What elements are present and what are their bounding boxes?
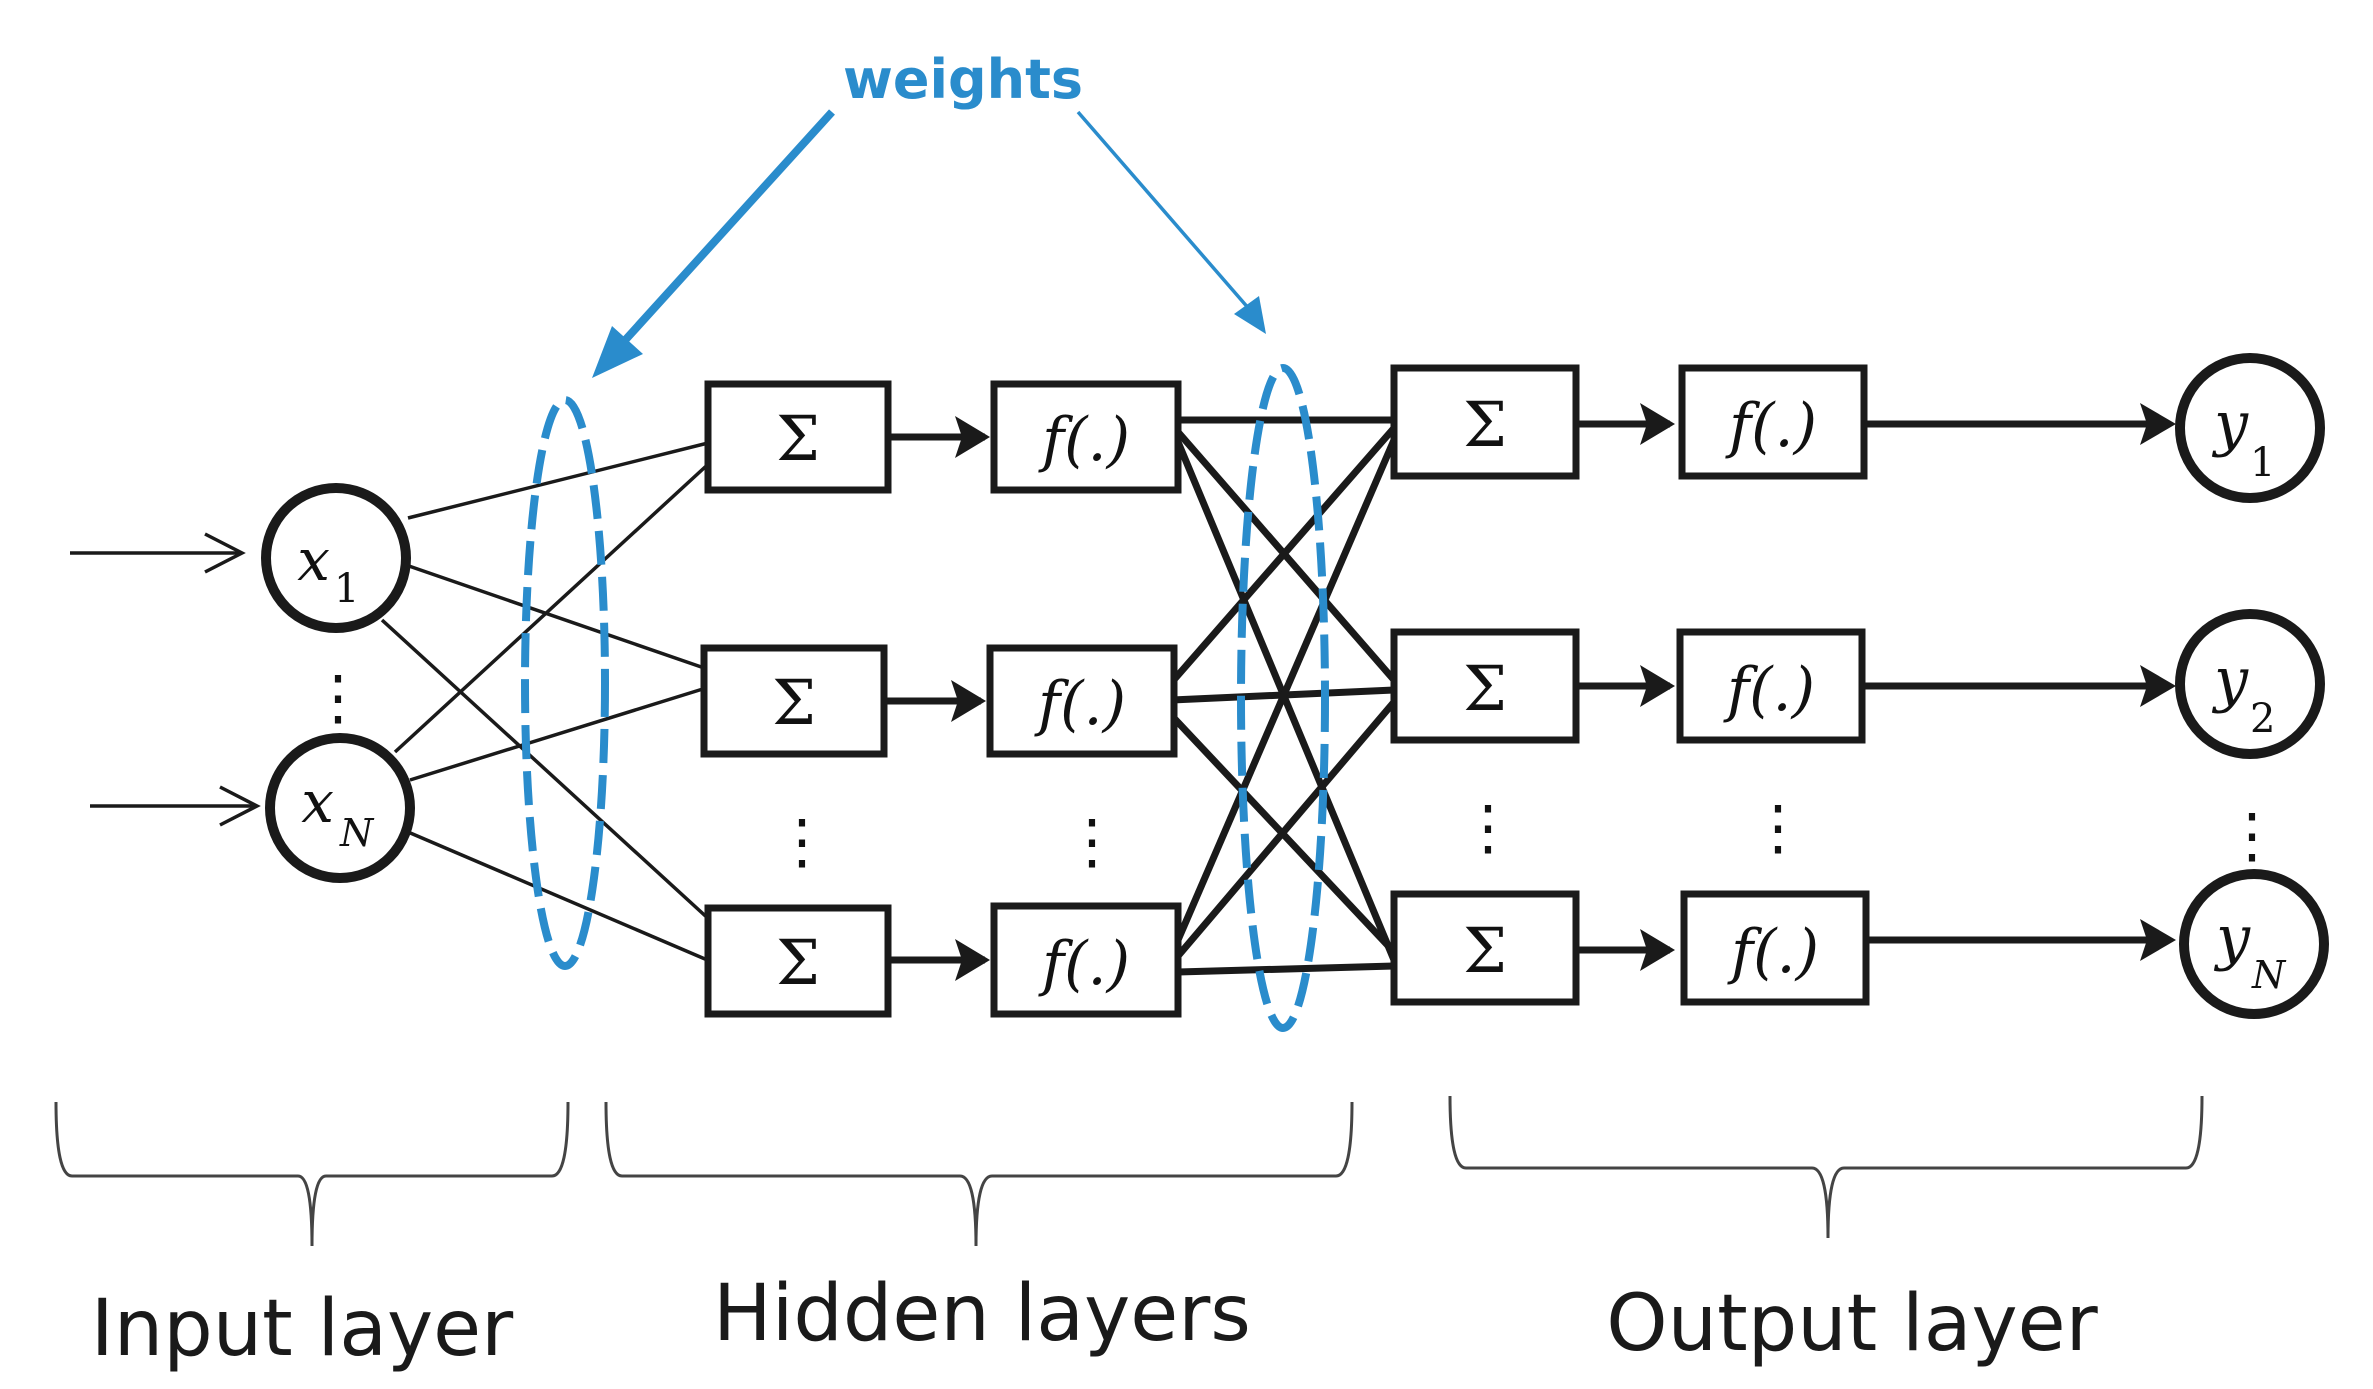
connection [407,830,713,964]
sum-block [1390,890,1580,1006]
arrow-head [955,939,990,981]
input-ellipsis: ⋮ [308,663,368,733]
weights-arrow-left-line [615,109,835,351]
weights-arrow-left-head [592,326,643,378]
output-node-2-circle [2175,609,2325,759]
input-node-1-circle [261,483,411,633]
output-node-2-subscript: 2 [2250,696,2275,742]
output-ellipsis: ⋮ [2222,801,2282,871]
input-node-1: x 1 [261,483,411,633]
hidden-1-f-ellipsis: ⋮ [1062,807,1122,877]
output-f-ellipsis: ⋮ [1748,793,1808,863]
sum-symbol: Σ [772,666,816,739]
input-node-n-subscript: N [339,811,375,855]
connection [393,455,718,754]
weights-arrow-right-head [1234,296,1266,334]
connection [1169,425,1397,685]
connection [1174,438,1398,942]
input-arrow-n-head [219,785,261,827]
output-layer-label: Output layer [1606,1279,2098,1369]
arrow-head [1640,665,1675,707]
brace-input [54,1101,570,1247]
output-node-2: y 2 [2175,609,2325,759]
weights-ellipse-input [521,396,609,970]
output-sum-ellipsis: ⋮ [1458,793,1518,863]
activation-symbol: f(.) [1038,929,1130,999]
sum-symbol: Σ [1463,914,1507,987]
sum-block [700,644,888,758]
hidden-1-sum-ellipsis: ⋮ [772,807,832,877]
input-node-n: x N [265,733,415,883]
sum-block [704,380,892,494]
flow-arrows [884,403,2176,981]
sum-block [1390,628,1580,744]
input-to-hidden-connections [380,439,718,964]
layer-braces [54,1095,2204,1247]
hidden-layer-1: Σ f(.) Σ f(.) ⋮ ⋮ Σ f(.) [700,380,1182,1018]
output-node-2-symbol: y [2211,645,2249,715]
weights-highlights [521,364,1329,1032]
sum-symbol: Σ [776,402,820,475]
input-node-1-subscript: 1 [334,566,359,612]
output-node-n-circle [2179,869,2329,1019]
weights-ellipse-hidden [1237,364,1329,1032]
output-node-n-subscript: N [2251,953,2287,997]
input-node-n-circle [265,733,415,883]
input-node-n-symbol: x [301,768,334,836]
input-arrow-1-head [204,532,246,574]
connection [405,563,711,672]
activation-block [990,380,1182,494]
weights-label: weights [843,48,1083,111]
connection [409,686,707,782]
arrow-head [2140,403,2176,445]
arrow-head [1640,929,1675,971]
activation-symbol: f(.) [1725,391,1817,461]
sum-symbol: Σ [1463,652,1507,725]
activation-symbol: f(.) [1038,405,1130,475]
output-layer-blocks: Σ f(.) Σ f(.) ⋮ ⋮ Σ f(.) [1390,364,1870,1006]
activation-block [1678,364,1868,480]
sum-block [1390,364,1580,480]
hidden-layers-label: Hidden layers [713,1269,1251,1359]
output-node-1-subscript: 1 [2250,440,2275,486]
output-node-1-circle [2175,353,2325,503]
sum-symbol: Σ [776,926,820,999]
activation-symbol: f(.) [1034,669,1126,739]
sum-symbol: Σ [1463,388,1507,461]
arrow-head [2140,919,2176,961]
activation-block [1676,628,1866,744]
weights-annotation: weights [592,48,1266,378]
activation-symbol: f(.) [1723,655,1815,725]
arrow-head [951,680,986,722]
output-node-1: y 1 [2175,353,2325,503]
connection [1175,699,1397,959]
hidden-to-output-connections [1169,416,1398,976]
activation-block [990,902,1182,1018]
output-node-n-symbol: y [2213,903,2251,973]
arrow-head [1640,403,1675,445]
connection [1177,962,1395,976]
activation-block [1680,890,1870,1006]
arrow-head [955,416,990,458]
brace-output [1448,1095,2204,1239]
activation-symbol: f(.) [1727,917,1819,987]
arrow-head [2140,665,2176,707]
output-node-n: y N [2179,869,2329,1019]
connection [380,618,714,924]
input-arrows [70,532,261,827]
brace-hidden [604,1101,1354,1247]
connection [407,439,717,520]
sum-block [704,904,892,1018]
connection [1174,440,1398,962]
activation-block [986,644,1178,758]
input-node-1-symbol: x [297,526,330,594]
weights-arrow-right-line [1076,110,1252,312]
output-node-1-symbol: y [2211,389,2249,459]
input-layer-label: Input layer [91,1284,514,1374]
